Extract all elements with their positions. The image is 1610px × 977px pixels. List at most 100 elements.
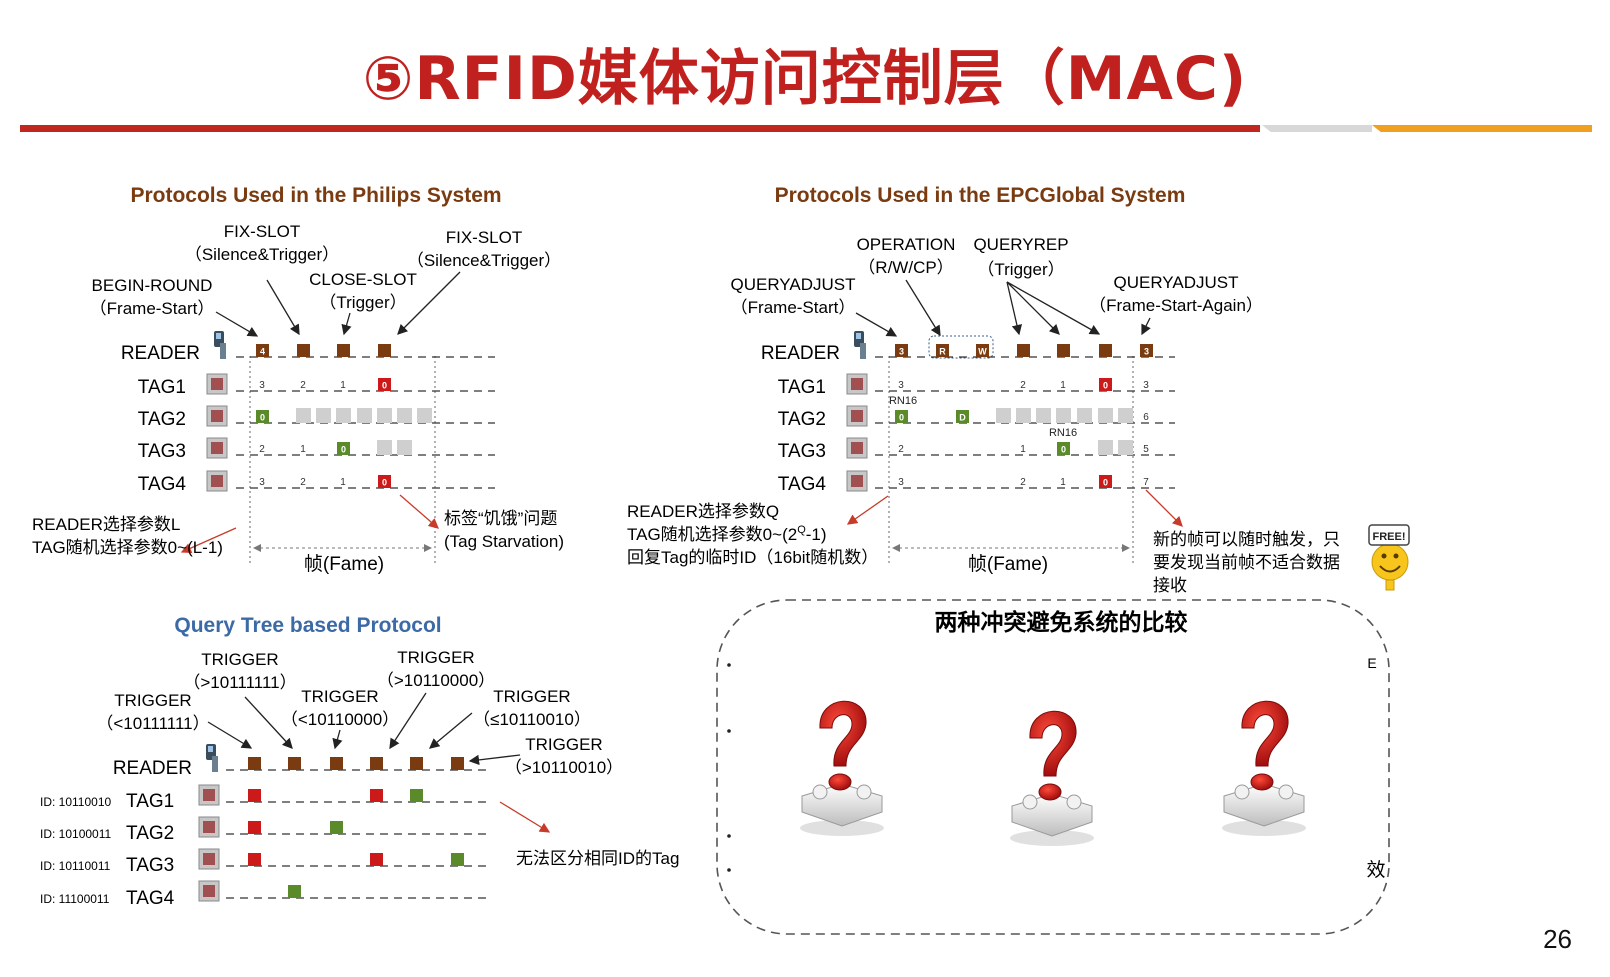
epc-rows: READER TAG1 TAG2 TAG3 TAG4 bbox=[761, 343, 840, 495]
philips-fixslot2-label: FIX-SLOT bbox=[446, 228, 523, 247]
epc-arrow-queryadjust2 bbox=[1141, 317, 1151, 336]
question-puzzle-icon-2 bbox=[1010, 710, 1094, 846]
qtree-tag4-icon-chip bbox=[203, 885, 215, 897]
philips-tag3-reply bbox=[337, 442, 350, 455]
epc-reader-read bbox=[936, 344, 949, 357]
epc-row-tag1: TAG1 bbox=[778, 377, 826, 398]
epc-reader-icon-screen bbox=[856, 333, 861, 339]
philips-rows: READER TAG1 TAG2 TAG3 TAG4 bbox=[121, 343, 200, 495]
epc-note-right-2: 要发现当前帧不适合数据 bbox=[1153, 553, 1340, 572]
philips-tag1-num-2: 2 bbox=[300, 380, 306, 391]
epc-note-left-2c: -1) bbox=[806, 525, 827, 544]
puzzle-knob-left-3 bbox=[1234, 784, 1250, 800]
question-mark-dot-2 bbox=[1038, 783, 1062, 801]
qtree-tag2-reply-2 bbox=[330, 821, 343, 834]
philips-tag3-num-1: 2 bbox=[259, 444, 265, 455]
epc-reader-queryrep-1 bbox=[1017, 344, 1030, 357]
epc-tag4-num-2: 2 bbox=[1020, 477, 1026, 488]
epc-note-left-1: READER选择参数Q bbox=[627, 502, 779, 521]
epc-arrow-queryrep-2 bbox=[1006, 281, 1060, 335]
philips-tag1-icon bbox=[206, 373, 228, 395]
question-mark-hook-1 bbox=[819, 700, 867, 767]
philips-tag2-silent-3 bbox=[336, 408, 351, 423]
epc-tag1-icon bbox=[846, 373, 868, 395]
philips-reader-slot-2 bbox=[297, 344, 310, 357]
epc-tag2-silent-1 bbox=[996, 408, 1011, 423]
epc-tag4-num-next: 7 bbox=[1143, 477, 1149, 488]
arrow-fixslot bbox=[266, 279, 300, 336]
qtree-trigger-4: TRIGGER bbox=[397, 648, 474, 667]
slide-title: ⑤RFID媒体访问控制层（MAC) bbox=[362, 44, 1248, 114]
epc-tag2-data bbox=[956, 410, 969, 423]
qtree-tag1-id: ID: 10110010 bbox=[40, 795, 111, 809]
philips-tag4-reply-label: 0 bbox=[382, 478, 387, 488]
question-mark-hook-3 bbox=[1241, 700, 1289, 767]
epc-tag3-rn16: RN16 bbox=[1049, 427, 1077, 439]
qtree-tag3-icon-chip bbox=[203, 853, 215, 865]
qtree-trigger-4-value: （>10110000） bbox=[377, 671, 495, 690]
epc-arrow-right-note bbox=[1145, 489, 1183, 527]
qtree-reader-query-4 bbox=[370, 757, 383, 770]
qtree-tag3-icon bbox=[198, 848, 220, 870]
epc-queryrep-sub: （Trigger） bbox=[977, 260, 1064, 279]
philips-reader-slot-3 bbox=[337, 344, 350, 357]
qtree-reader-query-3 bbox=[330, 757, 343, 770]
philips-frame-label: 帧(Fame) bbox=[304, 553, 384, 575]
philips-reader-slot-4 bbox=[378, 344, 391, 357]
epc-queryadjust-sub: （Frame-Start） bbox=[731, 298, 856, 317]
epc-reader-read-label: R bbox=[939, 347, 946, 357]
philips-beginround-label: BEGIN-ROUND bbox=[92, 276, 213, 295]
epc-tag3-icon-chip bbox=[851, 442, 863, 454]
qtree-reader-icon-handle bbox=[212, 756, 218, 772]
qtree-trigger-1: TRIGGER bbox=[114, 691, 191, 710]
philips-heading: Protocols Used in the Philips System bbox=[130, 184, 501, 207]
epc-tag2-icon-chip bbox=[851, 410, 863, 422]
philips-tag3-num-2: 1 bbox=[300, 444, 306, 455]
title-underline-red bbox=[20, 125, 1260, 132]
comparison-side-top: E bbox=[1367, 655, 1376, 671]
puzzle-knob-left-1 bbox=[812, 784, 828, 800]
question-mark-dot-3 bbox=[1250, 773, 1274, 791]
epc-frame-label: 帧(Fame) bbox=[968, 553, 1048, 575]
arrow-beginround bbox=[215, 311, 259, 337]
philips-reader-icon-screen bbox=[216, 333, 221, 339]
comparison-bullet-2 bbox=[727, 729, 731, 733]
philips-tag2-silent-7 bbox=[417, 408, 432, 423]
epc-arrow-queryrep-1 bbox=[1006, 281, 1023, 336]
qtree-arrow-2 bbox=[244, 696, 293, 749]
qtree-reader-icon-screen bbox=[208, 746, 213, 752]
epc-tag4-reply bbox=[1099, 475, 1112, 488]
epc-arrow-left-note bbox=[846, 495, 889, 525]
epc-tag1-num-2: 2 bbox=[1020, 380, 1026, 391]
epc-reader-icon bbox=[854, 331, 866, 359]
comparison-bullet-4 bbox=[727, 868, 731, 872]
philips-note-left-1: READER选择参数L bbox=[32, 515, 180, 534]
qtree-trigger-3-value: （<10110000） bbox=[281, 710, 399, 729]
qtree-tag2-name: TAG2 bbox=[126, 823, 174, 844]
epc-rw-group-box bbox=[928, 335, 994, 359]
qtree-row-reader: READER bbox=[113, 758, 192, 779]
title-underline-orange bbox=[1372, 125, 1592, 132]
epc-tag2-silent-5 bbox=[1077, 408, 1092, 423]
qtree-trigger-2-value: （>10111111） bbox=[183, 673, 296, 692]
qtree-tag3-reply-3 bbox=[451, 853, 464, 866]
philips-tag3-reply-label: 0 bbox=[341, 445, 346, 455]
question-puzzle-shadow-2 bbox=[1010, 830, 1094, 846]
qtree-tag2-icon-chip bbox=[203, 821, 215, 833]
qtree-tag4-id: ID: 11100011 bbox=[40, 892, 110, 906]
philips-tag3-silent-1 bbox=[377, 440, 392, 455]
epc-tag4-icon bbox=[846, 470, 868, 492]
epc-arrow-queryrep-3 bbox=[1006, 281, 1101, 335]
epc-row-tag4: TAG4 bbox=[778, 474, 827, 495]
philips-row-tag3: TAG3 bbox=[138, 441, 186, 462]
philips-tag2-reply bbox=[256, 410, 269, 423]
free-badge-text: FREE! bbox=[1373, 531, 1406, 543]
philips-tag4-num-2: 2 bbox=[300, 477, 306, 488]
qtree-trigger-1-value: （<10111111） bbox=[96, 714, 209, 733]
epc-note-right-1: 新的帧可以随时触发，只 bbox=[1153, 530, 1340, 549]
question-mark-dot-1 bbox=[828, 773, 852, 791]
epc-queryadjust2-sub: （Frame-Start-Again） bbox=[1089, 296, 1263, 315]
epc-tag3-num-1: 2 bbox=[898, 444, 904, 455]
qtree-reader-query-1 bbox=[248, 757, 261, 770]
